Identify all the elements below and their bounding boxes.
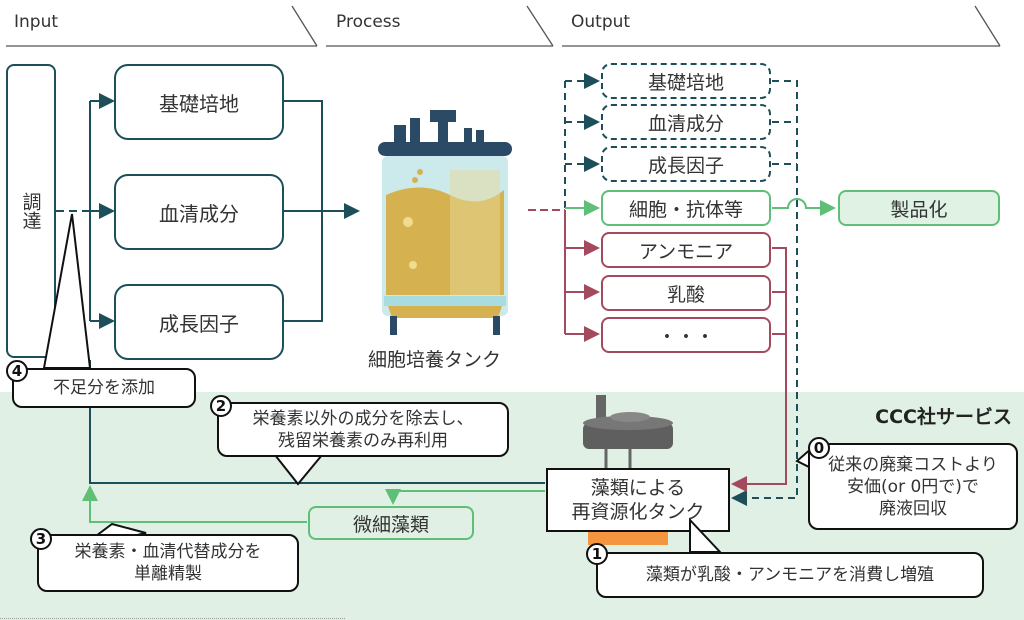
input-growth-factor: 成長因子 xyxy=(114,284,284,360)
microalgae-box: 微細藻類 xyxy=(308,506,474,540)
output-cells-antibodies: 細胞・抗体等 xyxy=(601,190,771,226)
output-lactic-acid: 乳酸 xyxy=(601,275,771,311)
footer-divider xyxy=(0,618,345,619)
cell-culture-tank-icon xyxy=(378,110,512,335)
output-recycled-serum-component: 血清成分 xyxy=(601,104,771,140)
callout-0-text: 従来の廃棄コストより 安価(or 0円で)で 廃液回収 xyxy=(828,454,998,519)
callout-4-text: 不足分を添加 xyxy=(53,378,155,398)
callout-3-number: 3 xyxy=(30,528,52,550)
output-recycled-growth-factor: 成長因子 xyxy=(601,146,771,182)
callout-1: 藻類が乳酸・アンモニアを消費し増殖 xyxy=(596,552,984,598)
phase-process: Process xyxy=(336,12,401,32)
procurement-box: 調達 xyxy=(6,64,56,358)
output-others: ・・・ xyxy=(601,317,771,353)
input-basal-medium: 基礎培地 xyxy=(114,64,284,140)
cell-culture-tank-label: 細胞培養タンク xyxy=(368,349,502,371)
callout-2-text: 栄養素以外の成分を除去し、 残留栄養素のみ再利用 xyxy=(252,408,474,451)
phase-output: Output xyxy=(571,12,631,32)
callout-0-number: 0 xyxy=(808,437,830,459)
callout-3: 栄養素・血清代替成分を 単離精製 xyxy=(37,534,299,592)
algae-recycling-tank-box: 藻類による 再資源化タンク xyxy=(546,468,730,532)
callout-0: 従来の廃棄コストより 安価(or 0円で)で 廃液回収 xyxy=(808,443,1018,530)
callout-4-number: 4 xyxy=(6,360,28,382)
callout-3-text: 栄養素・血清代替成分を 単離精製 xyxy=(74,542,262,584)
output-recycled-basal-medium: 基礎培地 xyxy=(601,63,771,99)
callout-2-number: 2 xyxy=(210,395,232,417)
productization-box: 製品化 xyxy=(838,190,1000,226)
service-title: CCC社サービス xyxy=(875,406,1012,428)
output-ammonia: アンモニア xyxy=(601,232,771,268)
callout-1-number: 1 xyxy=(586,543,608,565)
callout-2: 栄養素以外の成分を除去し、 残留栄養素のみ再利用 xyxy=(217,402,509,457)
input-serum-component: 血清成分 xyxy=(114,174,284,250)
callout-4: 不足分を添加 xyxy=(12,368,196,408)
callout-1-text: 藻類が乳酸・アンモニアを消費し増殖 xyxy=(645,565,935,585)
phase-input: Input xyxy=(14,12,59,32)
